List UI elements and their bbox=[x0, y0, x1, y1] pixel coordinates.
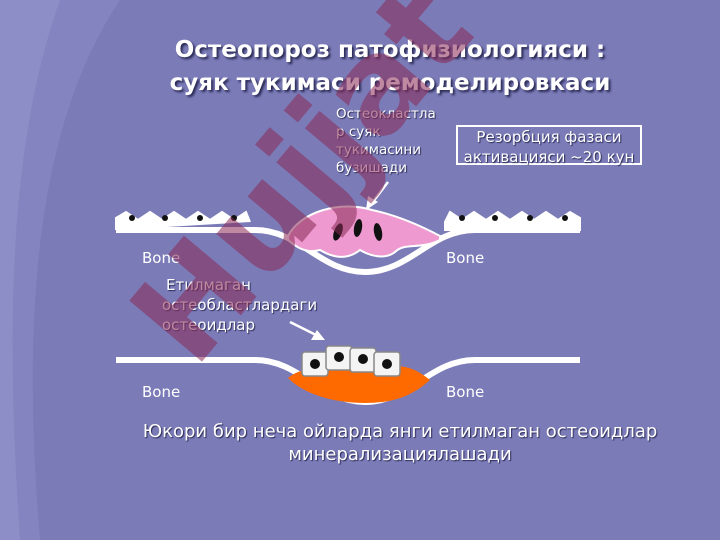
title-line-2: суяк тукимаси ремоделировкаси bbox=[169, 70, 611, 96]
osteoclast-cell bbox=[287, 205, 441, 258]
osteoid-label: Етилмаган остеобластлардаги остеоидлар bbox=[162, 276, 318, 334]
bone-label-lower-right: Bone bbox=[446, 383, 484, 401]
osteoclast-arrow bbox=[371, 181, 389, 204]
osteoclast-nuclei bbox=[333, 219, 383, 241]
bone-cell-dots bbox=[129, 215, 568, 221]
title-line-1: Остеопороз патофизиологияси : bbox=[174, 37, 606, 63]
bone-label-lower-left: Bone bbox=[142, 383, 180, 401]
slide-title: Остеопороз патофизиологияси : суяк туким… bbox=[140, 34, 640, 100]
resorption-phase-box: Резорбция фазаси активацияси ~20 кун bbox=[456, 125, 642, 166]
osteoclast-label: Остеокластла р суяк тукимасини бузишади bbox=[336, 106, 436, 176]
conclusion-text: Юкори бир неча ойларда янги етилмаган ос… bbox=[142, 421, 658, 465]
upper-right-bone-edge bbox=[444, 210, 581, 231]
bone-label-upper-left: Bone bbox=[142, 249, 180, 267]
bone-label-upper-right: Bone bbox=[446, 249, 484, 267]
osteoblast-nuclei bbox=[310, 352, 392, 369]
osteoid-arrow bbox=[289, 320, 319, 338]
upper-bone-surface bbox=[116, 227, 580, 276]
